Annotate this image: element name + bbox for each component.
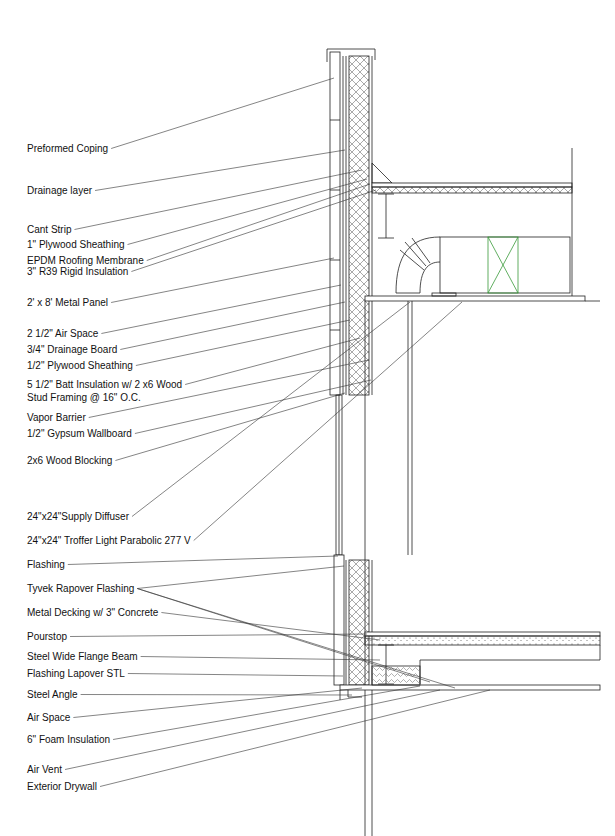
leader-line [70, 634, 367, 637]
callout-label: Pourstop [27, 630, 67, 643]
leader-line [147, 184, 370, 261]
leader-line [132, 302, 410, 517]
leader-line [65, 690, 440, 770]
callout-label: Flashing [27, 558, 65, 571]
leader-line [111, 78, 334, 149]
leader-line [128, 674, 343, 677]
callout-label: 1" Plywood Sheathing [27, 238, 125, 251]
callout-label: 3" R39 Rigid Insulation [27, 265, 128, 278]
leader-line [74, 170, 362, 230]
leader-line [81, 694, 352, 696]
leader-line [136, 320, 350, 366]
leader-line [95, 150, 345, 191]
callout-label: Vapor Barrier [27, 411, 86, 424]
callout-label: 24"x24"Supply Diffuser [27, 510, 129, 523]
callout-label: Air Space [27, 711, 70, 724]
leader-line [161, 613, 380, 641]
callout-label: 2x6 Wood Blocking [27, 454, 112, 467]
leader-line [194, 302, 462, 541]
leader-line [111, 258, 334, 303]
leader-line [141, 657, 380, 661]
leader-line [120, 302, 345, 350]
callout-label: Drainage layer [27, 184, 92, 197]
leader-line [113, 686, 420, 740]
leader-line [185, 338, 360, 385]
leader-line [68, 556, 338, 565]
callout-label: 24"x24" Troffer Light Parabolic 277 V [27, 534, 191, 547]
leader-line [137, 566, 344, 589]
leader-line [137, 589, 455, 689]
callout-label: Exterior Drywall [27, 780, 97, 793]
leader-line [100, 690, 490, 787]
callout-label: Metal Decking w/ 3" Concrete [27, 606, 158, 619]
callout-label: 1/2" Gypsum Wallboard [27, 427, 132, 440]
leader-line [101, 285, 341, 334]
callout-label: Flashing Lapover STL [27, 667, 125, 680]
callout-label: 6" Foam Insulation [27, 733, 110, 746]
callout-label: Tyvek Rapover Flashing [27, 582, 134, 595]
leader-line [131, 190, 376, 272]
callout-label: EPDM Roofing Membrane [27, 254, 144, 267]
callout-label: 2' x 8' Metal Panel [27, 296, 108, 309]
callout-label: 5 1/2" Batt Insulation w/ 2 x6 Wood Stud… [27, 378, 192, 404]
callout-label: 3/4" Drainage Board [27, 343, 117, 356]
callout-label: Cant Strip [27, 223, 71, 236]
callout-label: 1/2" Plywood Sheathing [27, 359, 133, 372]
callout-label: 2 1/2" Air Space [27, 327, 98, 340]
callout-label: Steel Wide Flange Beam [27, 650, 138, 663]
callout-label: Air Vent [27, 763, 62, 776]
callout-label: Preformed Coping [27, 142, 108, 155]
leader-line [128, 179, 367, 245]
callout-label: Steel Angle [27, 688, 78, 701]
leader-line [115, 393, 345, 461]
leader-line [73, 688, 362, 718]
